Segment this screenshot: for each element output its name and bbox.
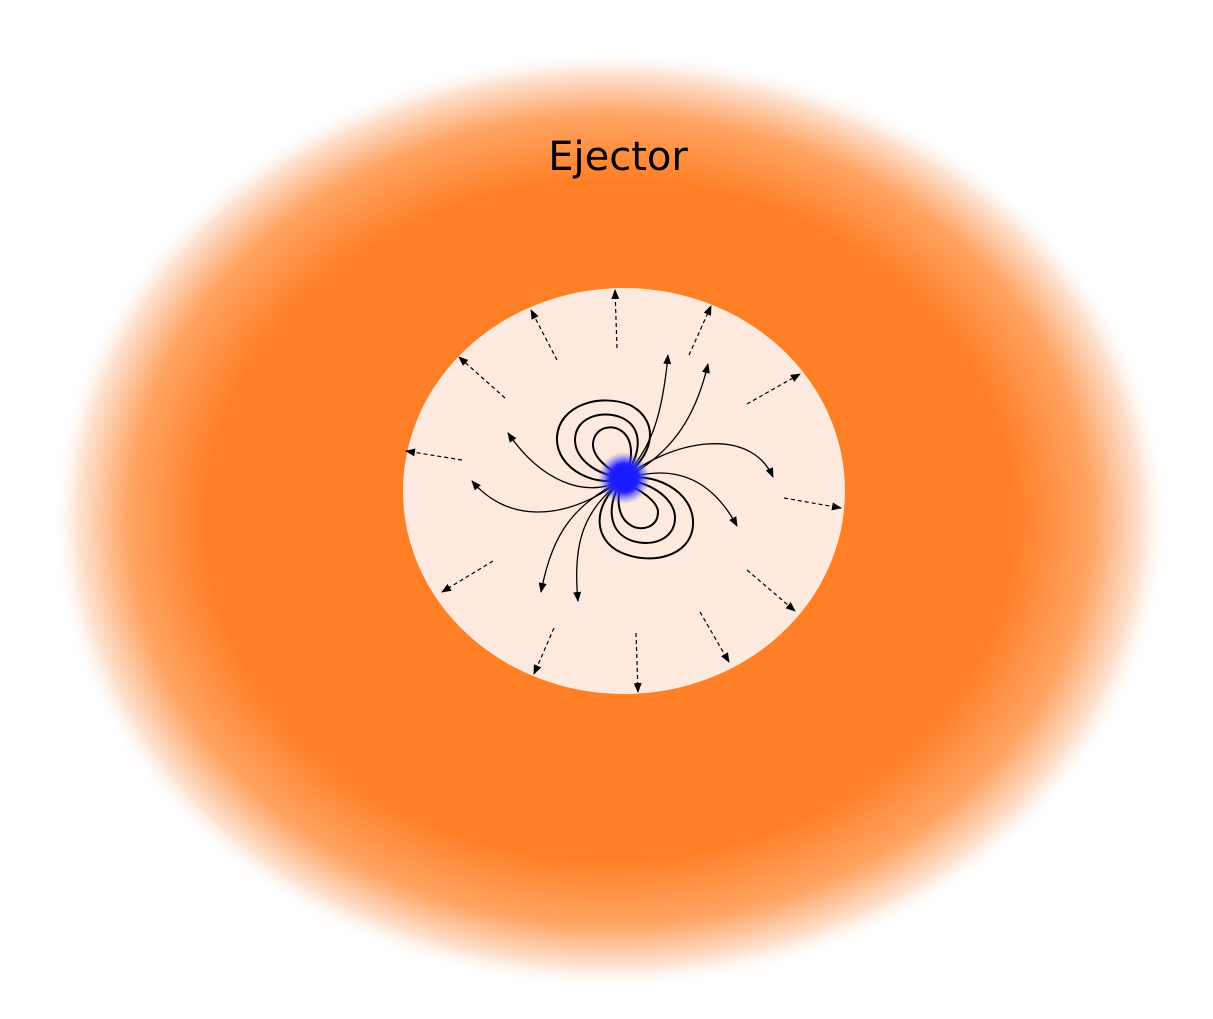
outflow-arrow — [611, 289, 620, 349]
outflow-arrow — [458, 356, 506, 399]
closed-field-loop — [555, 399, 651, 482]
outflow-arrow — [746, 569, 796, 612]
dipole-loops — [555, 399, 695, 560]
outflow-arrows — [405, 289, 842, 693]
closed-field-loop — [591, 426, 632, 479]
outflow-arrow — [688, 305, 712, 356]
closed-field-loop — [598, 476, 695, 560]
outflow-arrow — [533, 627, 555, 675]
outflow-arrow — [746, 373, 801, 405]
outflow-arrow — [530, 309, 558, 361]
outflow-arrow — [783, 497, 842, 511]
outflow-arrow — [633, 632, 642, 693]
outflow-arrow — [441, 560, 494, 593]
closed-field-loop — [617, 480, 659, 530]
outflow-arrow — [405, 448, 463, 461]
outflow-arrow — [699, 611, 730, 663]
closed-field-loop — [573, 413, 639, 479]
ejector-label: Ejector — [548, 134, 688, 180]
pulsar-core-center — [612, 466, 636, 490]
closed-field-loop — [610, 478, 677, 544]
